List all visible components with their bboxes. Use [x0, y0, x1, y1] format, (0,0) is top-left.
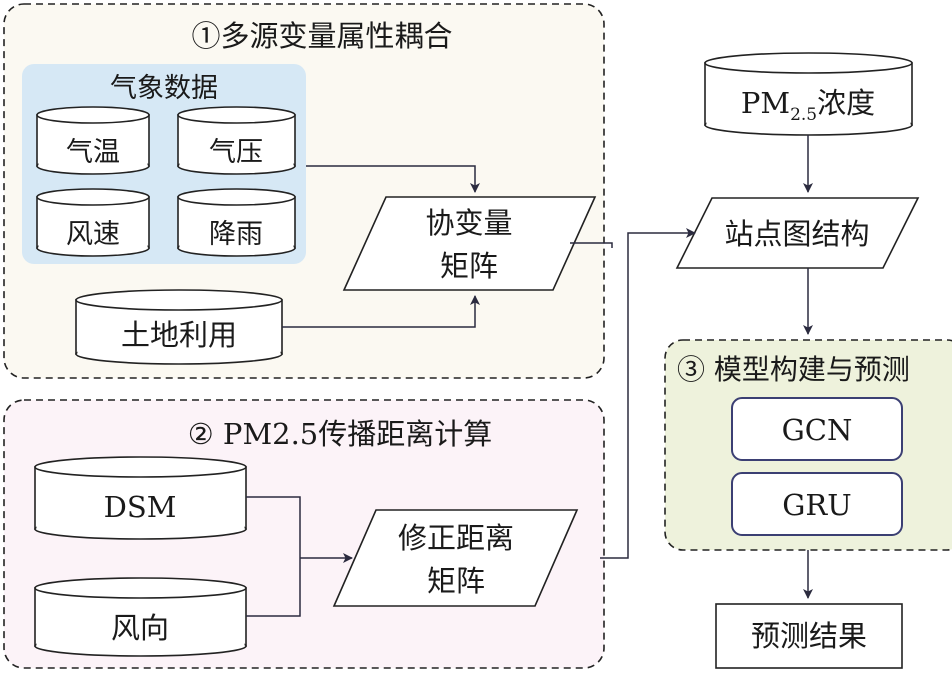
- group-multisource-coupling: ①多源变量属性耦合 气象数据 气温 气压: [3, 3, 605, 379]
- cylinder-rainfall: 降雨: [177, 188, 296, 257]
- gcn-label: GCN: [782, 413, 853, 447]
- model-gcn: GCN: [731, 397, 903, 461]
- weather-data-group: 气象数据 气温 气压 风速: [22, 64, 306, 264]
- pm25-label: PM2.5浓度: [741, 86, 875, 125]
- covariate-matrix-line2: 矩阵: [440, 249, 498, 283]
- rainfall-label: 降雨: [209, 219, 263, 250]
- station-graph-node: 站点图结构: [675, 197, 920, 269]
- land-use-label: 土地利用: [121, 318, 237, 352]
- covariate-matrix-line1: 协变量: [425, 206, 512, 240]
- station-graph-label: 站点图结构: [724, 217, 869, 251]
- weather-title: 气象数据: [110, 73, 218, 104]
- cylinder-dsm: DSM: [34, 456, 247, 540]
- cylinder-pressure: 气压: [177, 106, 296, 175]
- corrected-distance-matrix-node: 修正距离 矩阵: [332, 509, 579, 607]
- group-propagation-distance: ② PM2.5传播距离计算 DSM 风向 修正距离 矩阵: [3, 399, 605, 669]
- corrected-matrix-line1: 修正距离: [398, 521, 514, 555]
- cylinder-wind-speed: 风速: [36, 188, 150, 257]
- connectors: [246, 135, 813, 617]
- arrow-land-to-covariate: [282, 295, 480, 328]
- wind-direction-label: 风向: [111, 611, 169, 645]
- cylinder-land-use: 土地利用: [75, 289, 283, 365]
- gru-label: GRU: [782, 488, 851, 522]
- dsm-label: DSM: [104, 490, 177, 524]
- arrow-dsm-windir-to-corrected: [246, 496, 352, 617]
- corrected-matrix-line2: 矩阵: [427, 564, 485, 598]
- cylinder-pm25-concentration: PM2.5浓度: [704, 52, 913, 136]
- group1-title: ①多源变量属性耦合: [191, 19, 452, 53]
- arrow-corrected-to-station-graph: [600, 228, 696, 559]
- cylinder-wind-direction: 风向: [34, 577, 247, 657]
- arrow-covariate-to-station-graph: [570, 242, 613, 248]
- prediction-result-label: 预测结果: [751, 619, 867, 653]
- wind-speed-label: 风速: [66, 219, 120, 250]
- group2-title: ② PM2.5传播距离计算: [188, 417, 493, 451]
- cylinder-temperature: 气温: [36, 106, 150, 175]
- prediction-result-node: 预测结果: [715, 603, 903, 669]
- covariate-matrix-node: 协变量 矩阵: [342, 196, 597, 291]
- arrow-weather-to-covariate: [306, 165, 480, 193]
- group-model-build-predict: ③ 模型构建与预测 GCN GRU: [664, 339, 952, 551]
- model-gru: GRU: [731, 472, 903, 536]
- temperature-label: 气温: [66, 137, 120, 168]
- group3-title: ③ 模型构建与预测: [677, 353, 910, 386]
- pressure-label: 气压: [209, 137, 263, 168]
